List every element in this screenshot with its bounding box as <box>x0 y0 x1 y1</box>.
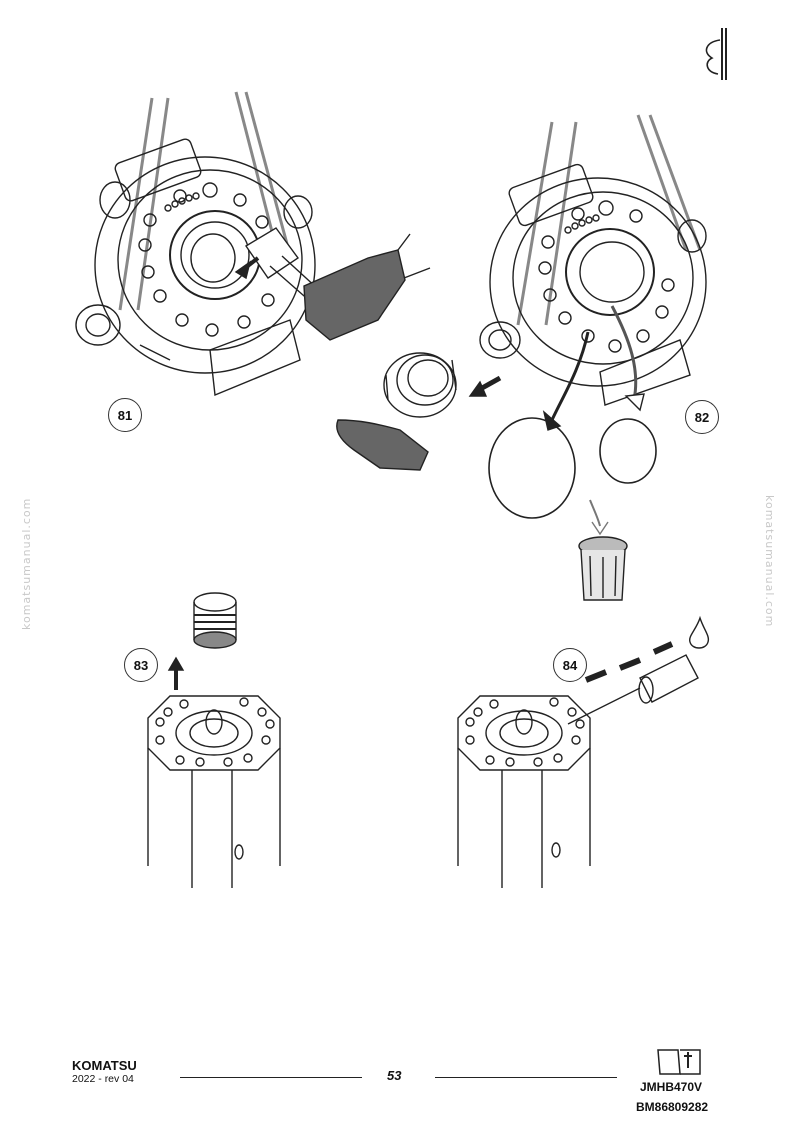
page-number: 53 <box>387 1068 402 1083</box>
section-tab-icon <box>705 28 727 80</box>
document-code: JMHB470V <box>640 1080 703 1094</box>
o-rings <box>488 305 657 536</box>
removed-cartridge <box>167 592 237 690</box>
trash-bin-icon <box>578 536 628 601</box>
footer-brand: KOMATSU <box>72 1058 137 1073</box>
figure-83-cylinder <box>147 695 281 888</box>
oil-drop-icon <box>688 615 710 649</box>
figure-82-hub <box>479 114 707 406</box>
watermark-right: komatsumanual.com <box>763 495 776 628</box>
oil-can <box>567 641 699 725</box>
figure-84-cylinder <box>457 695 591 888</box>
footer-revision: 2022 - rev 04 <box>72 1073 134 1085</box>
watermark-left: komatsumanual.com <box>20 497 33 630</box>
step-badge-82: 82 <box>685 400 719 434</box>
step-badge-81: 81 <box>108 398 142 432</box>
footer-rule-right <box>435 1077 617 1078</box>
removed-bearing <box>336 352 502 471</box>
document-number: BM86809282 <box>636 1100 709 1114</box>
figure-81-hub <box>75 91 316 397</box>
step-badge-83: 83 <box>124 648 158 682</box>
footer-rule-left <box>180 1077 362 1078</box>
step-badge-84: 84 <box>553 648 587 682</box>
hammer-and-hand <box>234 227 431 341</box>
